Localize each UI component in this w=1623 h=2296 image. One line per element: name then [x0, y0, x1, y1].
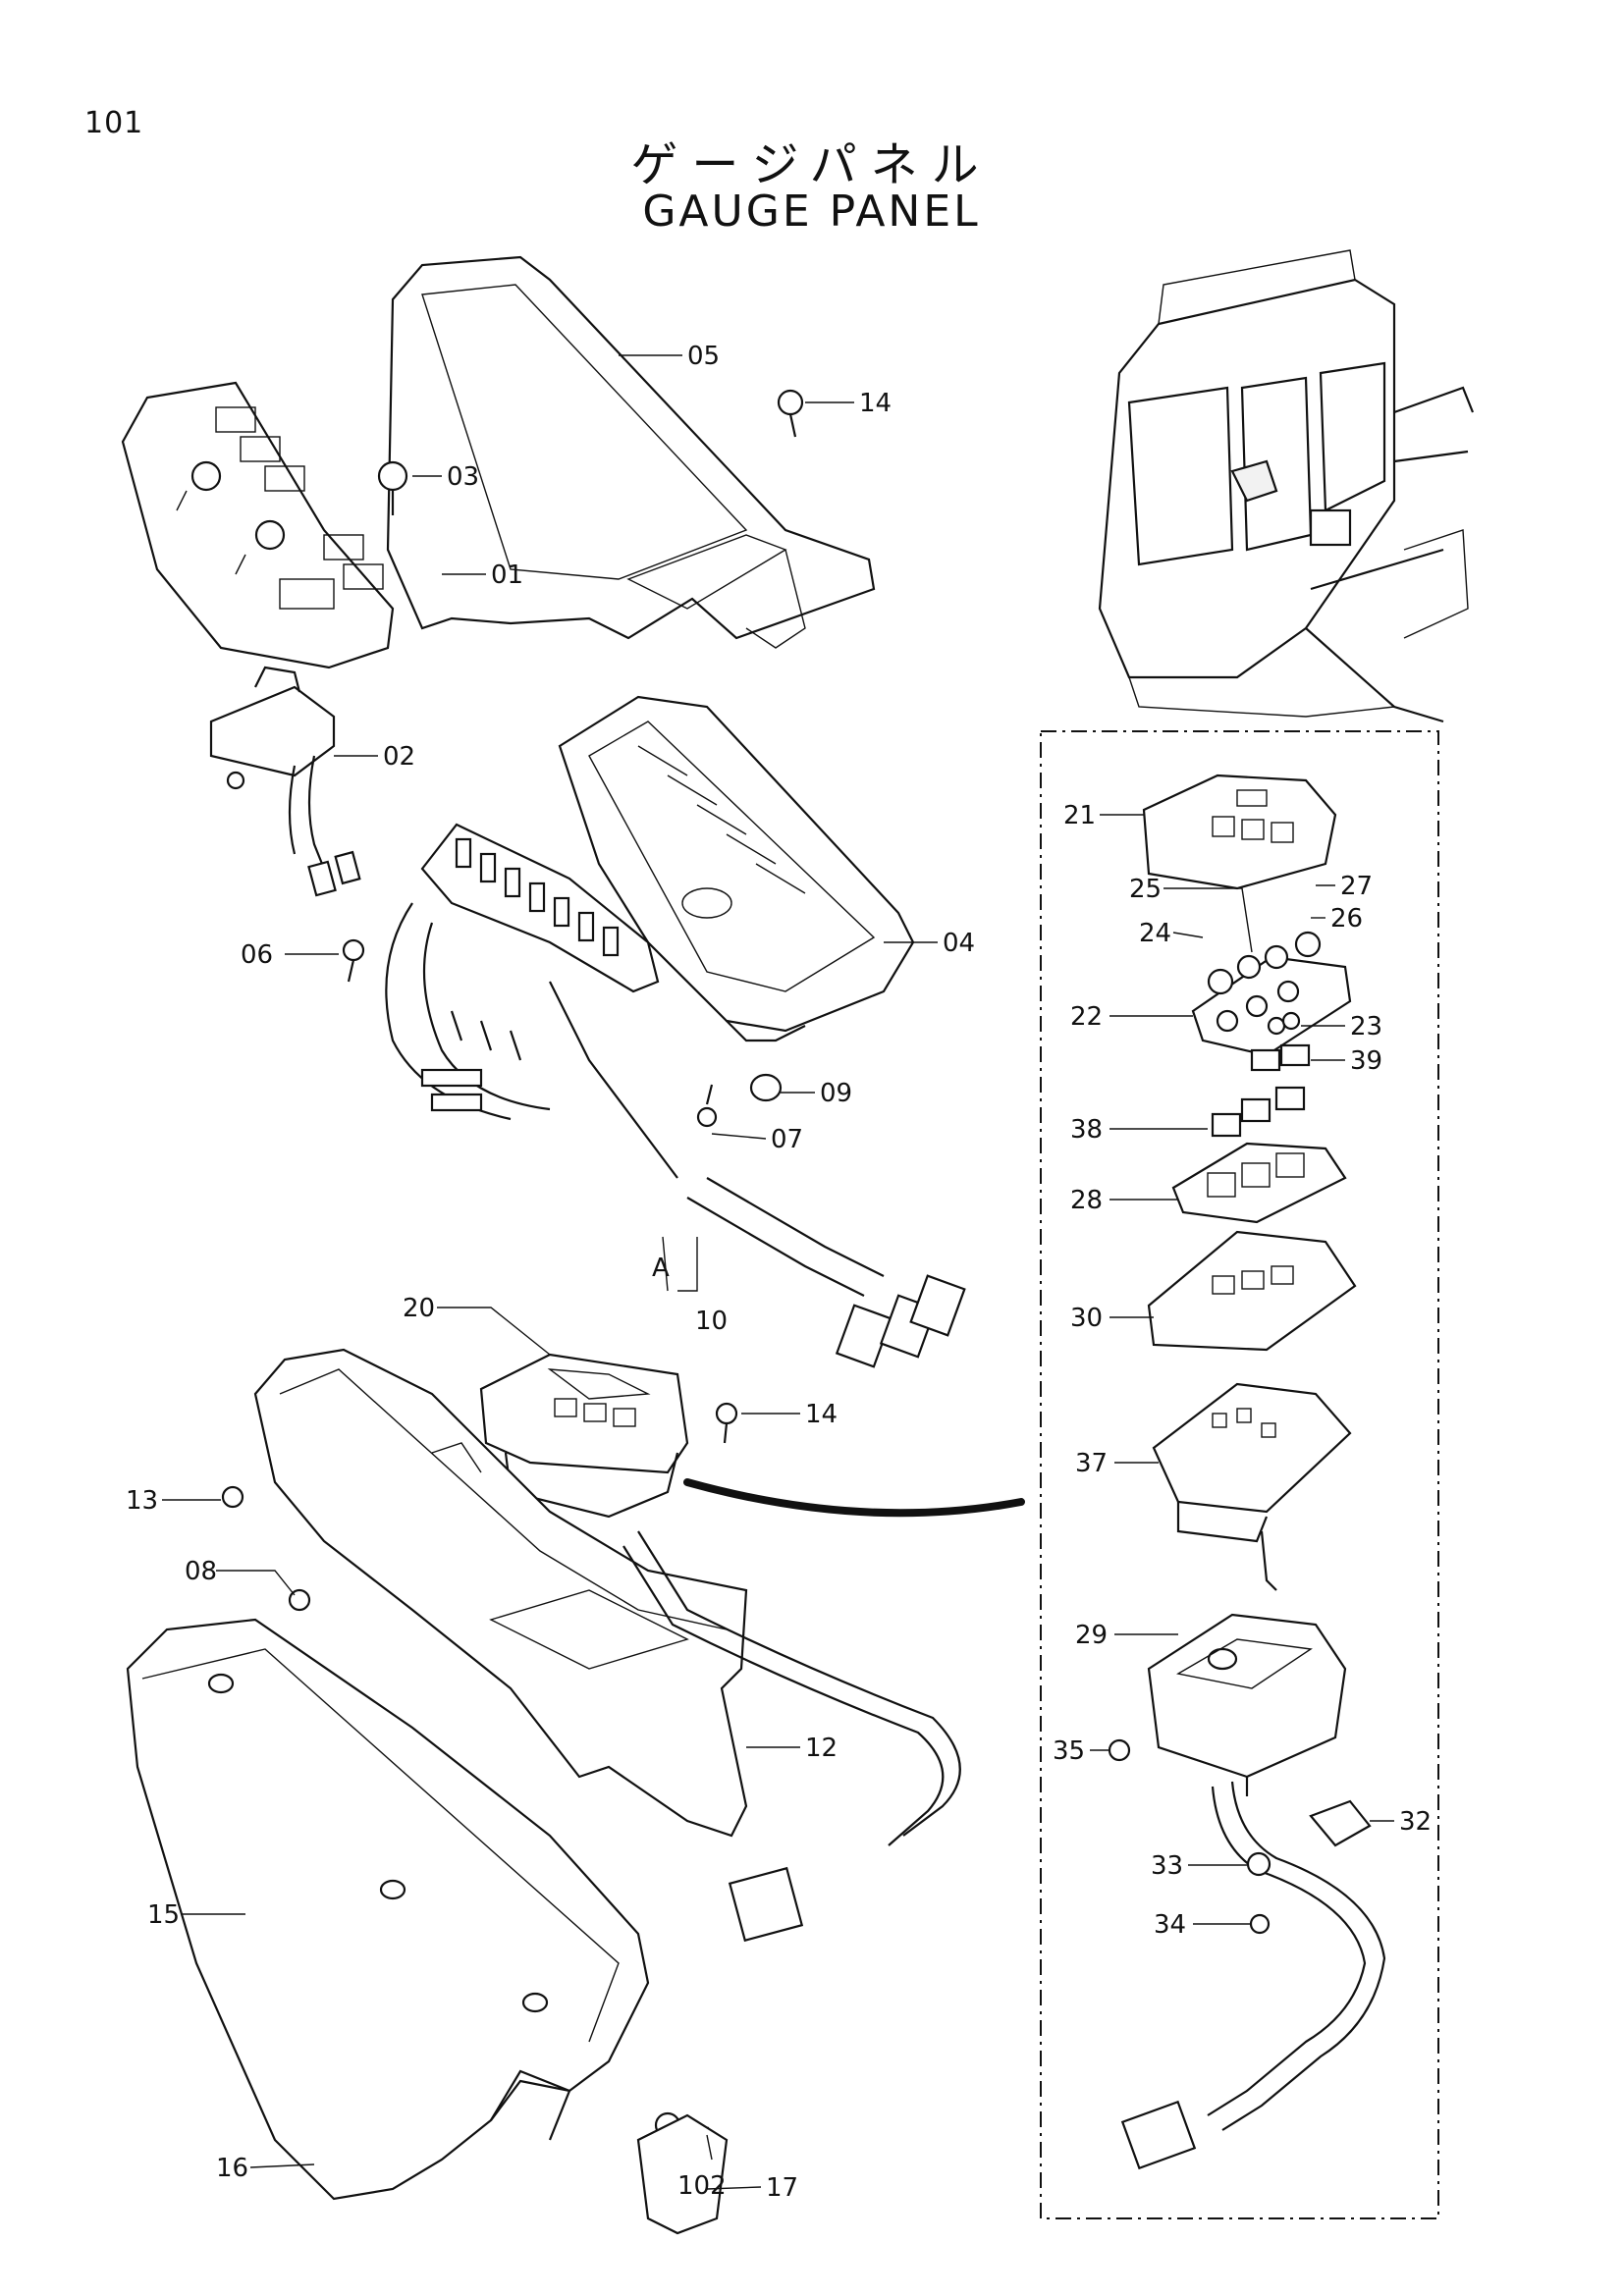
detail-marker-a: A — [652, 1254, 670, 1283]
part-21-cover — [1142, 774, 1337, 890]
main-cable — [683, 1478, 1025, 1518]
callout-17: 17 — [766, 2173, 798, 2203]
callout-29: 29 — [1075, 1621, 1108, 1650]
page-number: 101 — [84, 106, 144, 140]
callout-01: 01 — [491, 561, 523, 590]
callout-38: 38 — [1070, 1115, 1103, 1145]
callout-25: 25 — [1129, 875, 1162, 904]
callout-20: 20 — [403, 1294, 435, 1323]
callout-27: 27 — [1340, 872, 1373, 901]
callout-33: 33 — [1151, 1851, 1183, 1881]
part-01-gauge-panel — [121, 381, 395, 669]
connector-plug — [728, 1866, 804, 1943]
callout-39: 39 — [1350, 1046, 1382, 1076]
callout-15: 15 — [147, 1900, 180, 1930]
title-english: GAUGE PANEL — [642, 187, 981, 237]
part-05-cover — [386, 255, 876, 649]
wire-harness-connectors — [385, 823, 678, 1179]
part-10-harness — [686, 1177, 966, 1368]
part-20-control-box — [479, 1353, 689, 1519]
callout-26: 26 — [1330, 904, 1363, 934]
callout-10: 10 — [695, 1307, 728, 1336]
callout-labels: 05 14 03 01 02 06 04 09 07 A 10 20 14 13… — [126, 342, 1432, 2203]
callout-07: 07 — [771, 1125, 803, 1154]
part-04-meter-housing — [558, 695, 915, 1042]
leader-lines — [162, 354, 1394, 2190]
callout-02: 02 — [383, 742, 415, 772]
callout-08: 08 — [185, 1557, 217, 1586]
callout-30: 30 — [1070, 1304, 1103, 1333]
callout-23: 23 — [1350, 1012, 1382, 1041]
callout-12: 12 — [805, 1734, 838, 1763]
part-17-cap — [636, 2113, 729, 2235]
callout-35: 35 — [1053, 1736, 1085, 1766]
detail-connector — [1120, 2100, 1197, 2170]
callout-14-upper: 14 — [859, 389, 892, 418]
part-15-side-cover — [126, 1618, 650, 2201]
callout-28: 28 — [1070, 1186, 1103, 1215]
callout-09: 09 — [820, 1079, 852, 1108]
callout-24: 24 — [1139, 919, 1171, 948]
callout-34: 34 — [1154, 1910, 1186, 1940]
callout-22: 22 — [1070, 1002, 1103, 1032]
callout-03: 03 — [447, 462, 479, 492]
part-28-seal — [1171, 1142, 1347, 1224]
callout-05: 05 — [687, 342, 720, 371]
callout-37: 37 — [1075, 1449, 1108, 1478]
callout-32: 32 — [1399, 1807, 1432, 1837]
part-37-circuit — [1152, 1382, 1352, 1514]
detail-a-components — [1108, 774, 1386, 2170]
cable-to-connector — [637, 1530, 961, 1837]
title-japanese: ゲージパネル — [630, 137, 993, 192]
detail-cable — [1207, 1786, 1367, 2116]
callout-06: 06 — [241, 940, 273, 970]
part-32-clip — [1309, 1799, 1372, 1847]
part-02-bracket — [209, 666, 361, 897]
part-30-panel — [1147, 1230, 1357, 1352]
callout-102: 102 — [677, 2171, 727, 2201]
part-29-case — [1147, 1613, 1347, 1779]
callout-14-lower: 14 — [805, 1400, 838, 1429]
detail-a-frame — [1040, 730, 1439, 2219]
callout-21: 21 — [1063, 801, 1096, 830]
callout-13: 13 — [126, 1486, 158, 1516]
callout-04: 04 — [943, 929, 975, 958]
cab-reference-sketch — [1098, 249, 1475, 723]
callout-16: 16 — [216, 2154, 248, 2183]
